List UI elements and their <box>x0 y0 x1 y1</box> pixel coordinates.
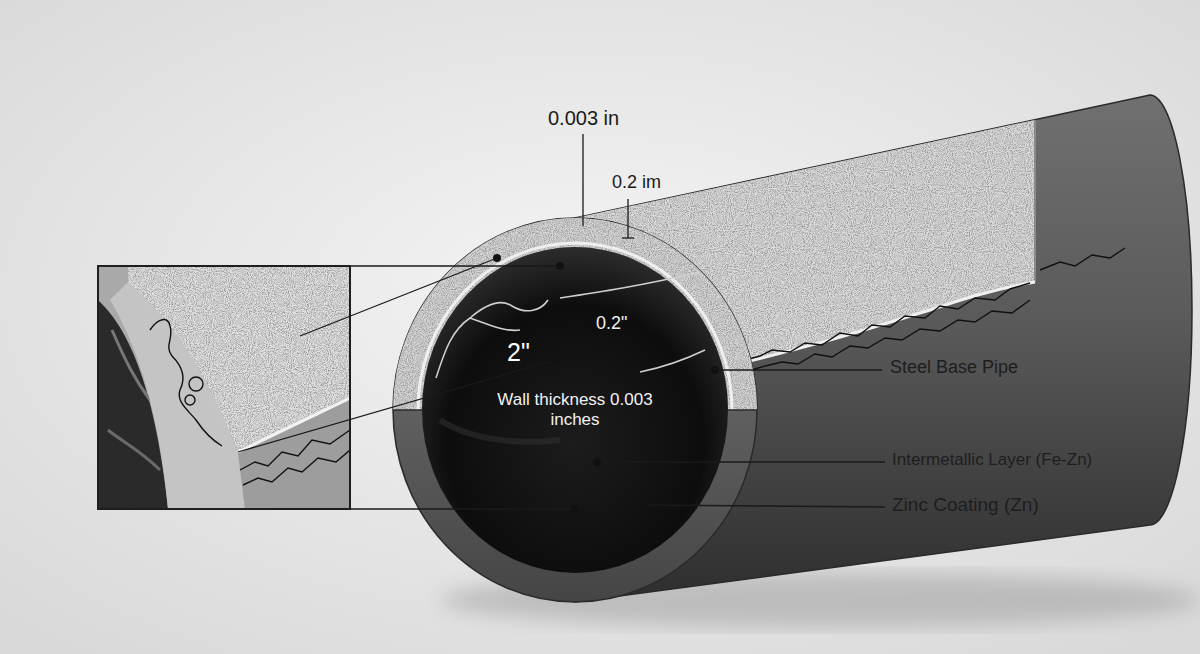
interior-cracks <box>436 272 705 378</box>
leader-lines <box>622 237 634 238</box>
zoom-lines <box>350 508 575 509</box>
leader-dots <box>493 254 719 513</box>
leader-lines <box>582 134 583 226</box>
leader-lines <box>715 369 882 370</box>
note-label: Wall thickness 0.003 inches <box>497 390 653 431</box>
inset-detail <box>150 320 222 446</box>
inset-detail <box>243 450 350 485</box>
inset-detail <box>98 266 350 509</box>
leader-dots <box>551 356 559 364</box>
leader-dots <box>593 458 601 466</box>
zoom-lines <box>350 265 560 266</box>
leader-lines <box>627 199 628 238</box>
zoom-lines <box>300 258 497 336</box>
pipe-end-face <box>393 218 757 602</box>
inset-detail <box>98 266 350 509</box>
dimension-label: 0.2 im <box>612 172 661 194</box>
leader-dots <box>556 262 564 270</box>
part-label: Steel Base Pipe <box>890 357 1018 379</box>
leader-lines <box>597 461 885 462</box>
inset-detail <box>150 320 350 485</box>
inset-detail <box>185 395 195 405</box>
interior-cracks <box>640 350 705 372</box>
inset-detail <box>98 266 350 509</box>
dimension-label: 0.003 in <box>548 106 619 130</box>
zoom-lines <box>238 258 575 509</box>
pipe-end-face <box>422 247 728 573</box>
dimension-label: 2" <box>507 337 530 367</box>
leader-lines <box>583 134 885 507</box>
leader-dots <box>571 505 579 513</box>
leader-lines <box>645 505 885 507</box>
part-label: Intermetallic Layer (Fe-Zn) <box>892 450 1092 470</box>
inset-detail <box>98 266 350 509</box>
leader-dots <box>641 501 649 509</box>
interior-cracks <box>470 318 520 330</box>
leader-dots <box>493 254 501 262</box>
dimension-label: 0.2" <box>596 313 627 335</box>
interior-cracks <box>560 272 700 298</box>
crack-lines <box>738 283 1030 362</box>
inset-detail <box>238 398 350 509</box>
part-label: Zinc Coating (Zn) <box>892 494 1039 517</box>
pipe-end-face <box>393 218 757 602</box>
crack-lines <box>1040 248 1125 270</box>
pipe-end-face <box>440 420 560 442</box>
pipe-body <box>720 282 1035 368</box>
leader-dots <box>711 366 719 374</box>
crack-lines <box>738 248 1125 372</box>
inset-detail <box>189 377 203 391</box>
pipe-body <box>1034 120 1036 282</box>
inset-detail <box>108 430 160 470</box>
